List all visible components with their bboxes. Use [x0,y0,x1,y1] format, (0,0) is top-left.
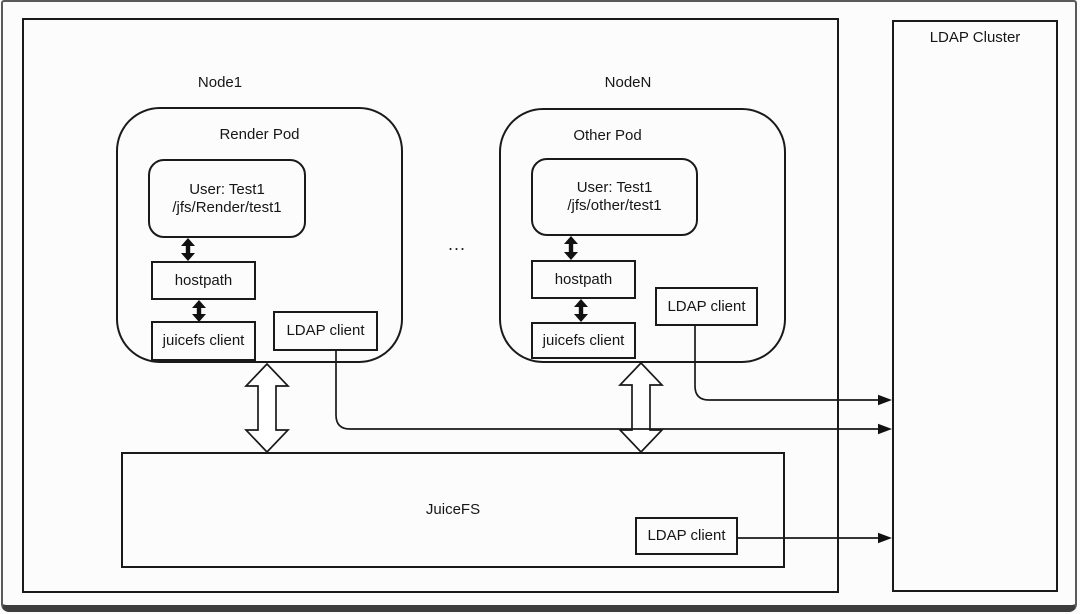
double-arrow-user-hostpath-nodeN [564,236,578,260]
hostpath-label-node1: hostpath [174,271,233,289]
double-arrow-hostpath-juicefsclient-nodeN [574,299,588,322]
node1-label: Node1 [197,74,243,91]
juicefs-client-box-nodeN: juicefs client [531,322,636,359]
arrowhead-nodeN-ldap [878,394,892,406]
user-path-node1: /jfs/Render/test1 [172,198,282,216]
user-label-nodeN: User: Test1 [576,179,653,196]
user-box-node1: User: Test1 /jfs/Render/test1 [148,159,306,238]
nodeN-label: NodeN [604,74,652,91]
ldap-client-box-node1: LDAP client [273,311,378,351]
user-label-node1: User: Test1 [189,180,265,198]
render-pod-label: Render Pod [219,126,300,143]
other-pod-box: Other Pod [499,108,786,363]
other-pod-label: Other Pod [573,127,642,144]
ldap-client-label-nodeN: LDAP client [667,297,746,315]
ldap-client-box-juicefs: LDAP client [635,517,738,555]
ldap-client-label-juicefs: LDAP client [647,527,726,544]
render-pod-box: Render Pod [116,107,403,363]
hostpath-box-nodeN: hostpath [531,260,636,299]
arrowhead-juicefs-ldap [878,532,892,544]
juicefs-label: JuiceFS [425,501,481,518]
double-arrow-user-hostpath-node1 [181,238,195,261]
user-box-nodeN: User: Test1 /jfs/other/test1 [531,158,698,236]
ldap-cluster-box: LDAP Cluster [892,20,1058,592]
user-path-nodeN: /jfs/other/test1 [567,197,662,214]
double-arrow-hostpath-juicefsclient-node1 [192,300,206,322]
ldap-cluster-label: LDAP Cluster [929,29,1021,46]
flow-line-node1-ldap-to-cluster [335,351,879,430]
juicefs-client-label-nodeN: juicefs client [542,331,625,349]
nodes-outer-rect [22,18,839,593]
nodes-ellipsis: ... [447,234,466,254]
ldap-client-box-nodeN: LDAP client [655,287,758,326]
hostpath-box-node1: hostpath [151,261,256,300]
arrowhead-node1-ldap [878,423,892,435]
juicefs-client-label-node1: juicefs client [162,332,245,349]
flow-line-nodeN-ldap-to-cluster [694,326,879,401]
hostpath-label-nodeN: hostpath [554,270,613,288]
juicefs-client-box-node1: juicefs client [151,321,256,361]
juicefs-box: JuiceFS [121,452,785,568]
ldap-client-label-node1: LDAP client [286,322,365,339]
